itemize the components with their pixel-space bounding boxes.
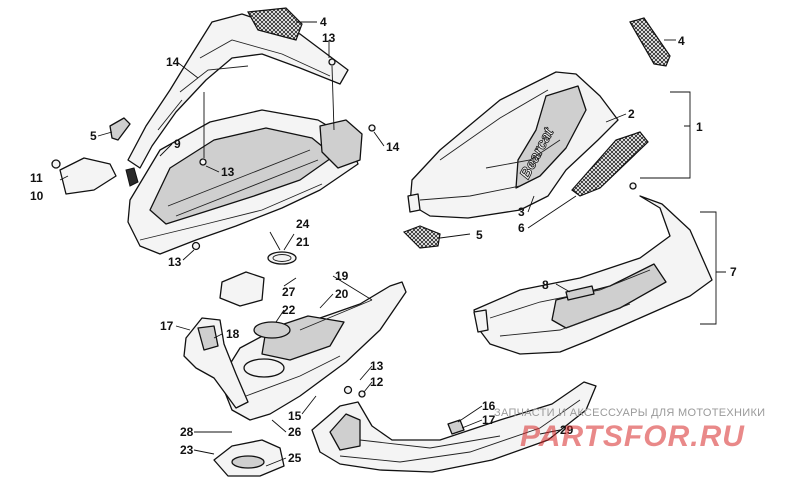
callout-19: 19: [335, 269, 349, 283]
callout-10: 10: [30, 189, 44, 203]
callout-25: 25: [288, 451, 302, 465]
callout-13-right: 13: [370, 359, 384, 373]
callout-12: 12: [370, 375, 384, 389]
callout-29: 29: [560, 423, 574, 437]
callout-11: 11: [30, 171, 43, 185]
callout-18: 18: [226, 327, 240, 341]
watermark: ЗАПЧАСТИ И АКСЕССУАРЫ ДЛЯ МОТОТЕХНИКИ PA…: [494, 407, 765, 453]
side-panel-assembly: Bearcat: [402, 17, 671, 249]
watermark-logo: PARTSFOR.RU: [520, 420, 745, 453]
callout-28: 28: [180, 425, 194, 439]
callout-5-left: 5: [90, 129, 97, 143]
callout-4-top-grille: 4: [320, 15, 327, 29]
callout-3: 3: [518, 205, 525, 219]
callout-26: 26: [288, 425, 302, 439]
lower-side-panel: [473, 195, 713, 355]
lower-skid-rail: [311, 381, 597, 473]
callout-24: 24: [296, 217, 310, 231]
callout-8: 8: [542, 278, 549, 292]
callout-17-left: 17: [160, 319, 174, 333]
callout-16: 16: [482, 399, 496, 413]
callout-15: 15: [288, 409, 302, 423]
callout-13-bottom: 13: [168, 255, 182, 269]
callout-23: 23: [180, 443, 194, 457]
callout-1: 1: [696, 120, 703, 134]
callout-17-bottom: 17: [482, 413, 496, 427]
callout-7: 7: [730, 265, 737, 279]
belly-pan-assembly: [183, 231, 407, 477]
watermark-subtitle: ЗАПЧАСТИ И АКСЕССУАРЫ ДЛЯ МОТОТЕХНИКИ: [494, 407, 765, 419]
callout-14-right: 14: [386, 140, 400, 154]
callout-13-mid: 13: [221, 165, 235, 179]
callout-14-left: 14: [166, 55, 180, 69]
callout-22: 22: [282, 303, 296, 317]
callout-4-strip: 4: [678, 34, 685, 48]
callout-labels: 4 13 14 5 9 13 11 10 14 13 4 2 1 3 6 5 7…: [30, 15, 737, 465]
callout-2: 2: [628, 107, 635, 121]
callout-9: 9: [174, 137, 181, 151]
callout-13-top: 13: [322, 31, 336, 45]
callout-5-right: 5: [476, 228, 483, 242]
leader-lines: [59, 21, 726, 467]
nose-cover-assembly: [51, 7, 376, 255]
callout-20: 20: [335, 287, 349, 301]
callout-27: 27: [282, 285, 296, 299]
callout-6: 6: [518, 221, 525, 235]
callout-21: 21: [296, 235, 310, 249]
